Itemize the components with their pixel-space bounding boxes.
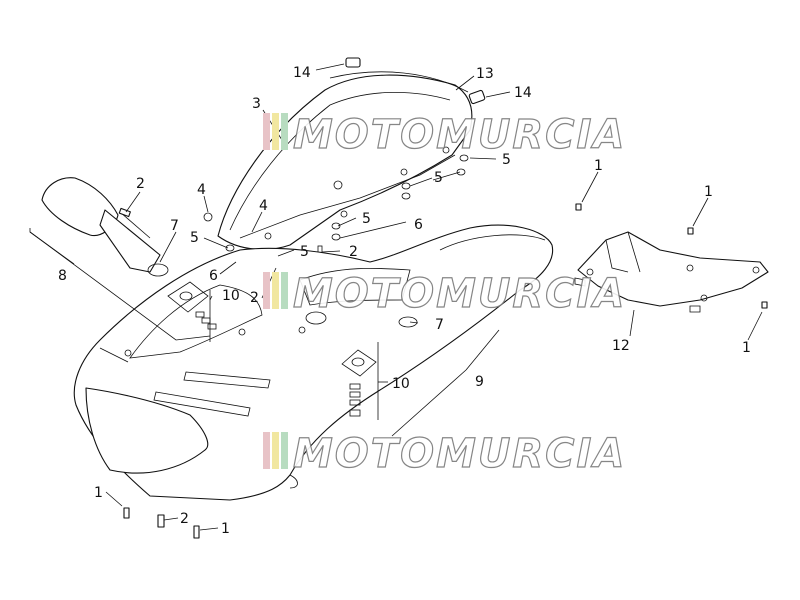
callout-label: 5 [362,211,371,227]
callout-label: 1 [742,340,751,356]
callout-label: 6 [414,217,423,233]
callout-label: 2 [349,244,358,260]
callout-label: 4 [197,182,206,198]
watermark-stripe [272,113,279,150]
watermark-text: MOTOMURCIA [293,431,626,477]
callout-label: 2 [180,511,189,527]
callout-numbers: 14 13 14 3 5 5 5 6 5 2 4 4 2 7 5 8 6 10 … [58,65,751,537]
mirror-part [41,177,169,277]
watermark-stripe [281,113,288,150]
callout-label: 5 [300,244,309,260]
callout-label: 5 [434,170,443,186]
callout-label: 7 [435,317,444,333]
callout-label: 1 [704,184,713,200]
callout-label: 13 [476,66,494,82]
callout-label: 9 [475,374,484,390]
callout-label: 1 [94,485,103,501]
callout-label: 5 [190,230,199,246]
watermark-stripe [281,272,288,309]
watermark-stripe [263,113,270,150]
screws-group [118,203,768,539]
watermark-text: MOTOMURCIA [293,271,626,317]
watermark-stripe [263,272,270,309]
callout-label: 5 [502,152,511,168]
callout-label: 8 [58,268,67,284]
callout-label: 14 [293,65,311,81]
callout-label: 1 [221,521,230,537]
callout-label: 4 [259,198,268,214]
callout-label: 12 [612,338,630,354]
watermark-stripe [272,272,279,309]
front-fairing-part [73,224,554,501]
watermark-stripe [263,432,270,469]
callout-label: 10 [222,288,240,304]
watermark-stripe [272,432,279,469]
callout-label: 2 [136,176,145,192]
callout-label: 2 [250,290,259,306]
watermark-top: MOTOMURCIA [263,111,626,159]
mount-bracket-part [167,281,377,417]
watermark-stripe [281,432,288,469]
watermark-bottom: MOTOMURCIA [263,430,626,478]
callout-label: 14 [514,85,532,101]
callout-label: 1 [594,158,603,174]
watermark-middle: MOTOMURCIA [263,270,626,318]
cap-part [345,57,486,105]
seal-strip-part [329,71,469,93]
callout-label: 6 [209,268,218,284]
callout-label: 7 [170,218,179,234]
side-bracket-part [574,231,769,313]
callout-label: 10 [392,376,410,392]
callout-label: 3 [252,96,261,112]
watermark-text: MOTOMURCIA [293,112,626,158]
